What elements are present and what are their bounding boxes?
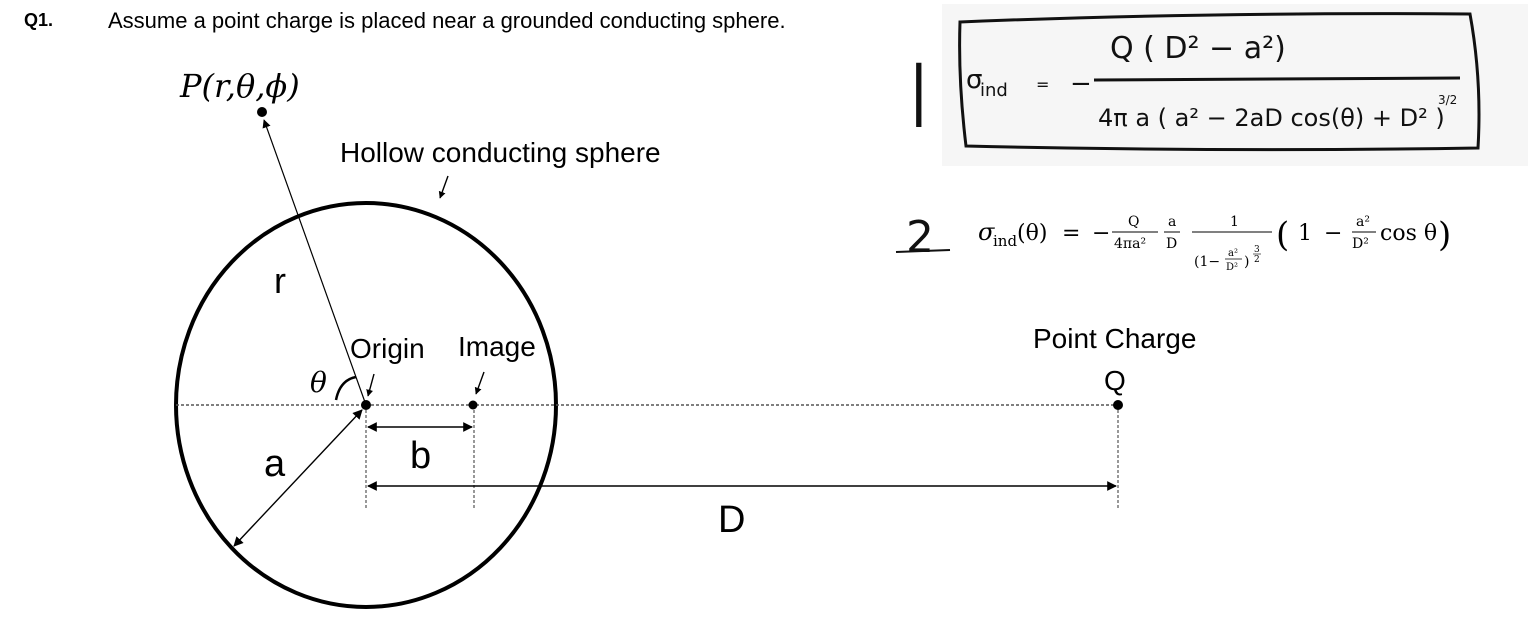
r-label: r	[274, 260, 286, 301]
frac3-exp-num: 3	[1254, 245, 1260, 255]
answer1-box	[958, 12, 1481, 152]
formula2-minus2: −	[1324, 221, 1342, 246]
numerator-text: Q ( D² − a²)	[1110, 31, 1286, 66]
image-pointer	[474, 371, 485, 395]
point-charge-dot	[1113, 400, 1123, 410]
image-label: Image	[458, 331, 536, 362]
frac4-num: a²	[1356, 214, 1370, 230]
frac3-den-frac-num: a²	[1228, 248, 1238, 259]
frac1-num: Q	[1128, 214, 1139, 230]
r-vector	[262, 119, 367, 406]
formula2-equals: =	[1062, 221, 1080, 246]
theta-label: θ	[310, 366, 327, 399]
sphere-diagram: P(r,θ,ϕ) Hollow conducting sphere r θ Or…	[174, 67, 1196, 609]
radius-a-arrow	[233, 409, 363, 547]
sphere-pointer	[438, 175, 449, 199]
formula2-sigma: σ	[978, 218, 995, 246]
frac4-den: D²	[1352, 236, 1369, 252]
origin-dot	[361, 400, 371, 410]
frac2-num: a	[1168, 214, 1176, 230]
b-label: b	[410, 435, 431, 477]
theta-arc	[334, 375, 357, 401]
origin-pointer	[366, 373, 375, 397]
minus-sign: −	[1070, 69, 1092, 99]
question-number: Q1.	[24, 10, 54, 30]
exponent-text: 3/2	[1438, 93, 1457, 107]
frac3-num: 1	[1230, 214, 1239, 230]
frac2-den: D	[1166, 236, 1177, 252]
formula2-arg: (θ)	[1017, 221, 1047, 246]
sphere-label: Hollow conducting sphere	[340, 137, 661, 168]
frac3-den-close: )	[1244, 254, 1249, 270]
answer2-underline	[895, 249, 951, 253]
question-text: Assume a point charge is placed near a g…	[108, 8, 786, 33]
ind-subscript: ind	[980, 80, 1008, 101]
formula2-paren-open: (	[1276, 215, 1289, 255]
frac1-den: 4πa²	[1114, 236, 1146, 252]
image-dot	[468, 400, 478, 410]
equals-sign: =	[1036, 75, 1049, 94]
handwritten-answer-1: | σ ind = − Q ( D² − a²) 4π a ( a² − 2aD…	[908, 4, 1528, 166]
fraction-bar	[1093, 76, 1461, 82]
point-charge-label: Point Charge	[1033, 323, 1196, 354]
answer1-marker: |	[908, 54, 930, 128]
answer2-marker: 2	[906, 212, 934, 263]
formula2-ind: ind	[993, 232, 1017, 250]
frac3-den-open: (1−	[1194, 254, 1220, 270]
q-label: Q	[1104, 365, 1126, 396]
frac3-exp-den: 2	[1254, 255, 1260, 265]
point-p-label: P(r,θ,ϕ)	[179, 67, 300, 105]
frac3-den-frac-den: D²	[1226, 262, 1238, 273]
a-label: a	[264, 443, 286, 485]
formula2-paren-close: )	[1438, 215, 1451, 255]
point-p-dot	[257, 107, 267, 117]
formula2-minus: −	[1092, 221, 1110, 246]
formula2-one: 1	[1298, 221, 1312, 246]
scan-background	[942, 4, 1528, 166]
denominator-text: 4π a ( a² − 2aD cos(θ) + D² )	[1098, 104, 1445, 132]
formula2-cos: cos θ	[1380, 221, 1437, 246]
sigma-symbol: σ	[966, 65, 982, 95]
d-label: D	[718, 499, 745, 541]
origin-label: Origin	[350, 333, 425, 364]
formula-2: 2 σ ind (θ) = − Q 4πa² a D 1 (1− a² D² )…	[895, 212, 1451, 273]
